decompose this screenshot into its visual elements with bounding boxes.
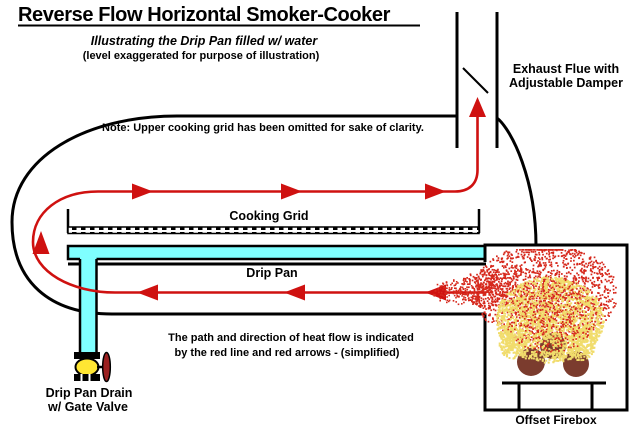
gate-valve-body <box>74 357 100 377</box>
flow-arrow-left <box>137 284 158 301</box>
firebox-walls <box>483 243 629 412</box>
flange-gap <box>88 374 91 381</box>
log <box>563 351 589 377</box>
drain-label-line1: Drip Pan Drain <box>46 386 133 400</box>
page-title: Reverse Flow Horizontal Smoker-Cooker <box>18 4 391 26</box>
cooking-grid-label: Cooking Grid <box>229 209 308 223</box>
clarity-note: Note: Upper cooking grid has been omitte… <box>102 122 424 134</box>
offset-firebox-label: Offset Firebox <box>515 413 597 427</box>
flow-arrow-up-flue <box>469 97 486 117</box>
drip-pan-water <box>66 244 488 261</box>
subtitle-disclaimer: (level exaggerated for purpose of illust… <box>83 50 320 62</box>
gate-valve-handle <box>101 351 112 383</box>
heat-flow-caption-line2: by the red line and red arrows - (simpli… <box>175 347 400 359</box>
flow-arrow-up-turn <box>32 231 50 254</box>
fire-speckles <box>432 249 617 364</box>
valve-bottom-flange <box>74 374 100 381</box>
flow-arrow-left <box>284 284 305 301</box>
damper-line <box>462 67 489 94</box>
smoker-body-right-curve <box>496 116 538 247</box>
flow-arrow-right <box>132 183 153 200</box>
drain-pipe-water <box>80 250 97 354</box>
diagram-subtitle: Illustrating the Drip Pan filled w/ wate… <box>91 34 319 48</box>
flow-arrow-right <box>425 183 446 200</box>
exhaust-flue-label-line1: Exhaust Flue with <box>513 62 619 76</box>
drip-pan-label: Drip Pan <box>246 266 297 280</box>
heat-flow-path <box>31 110 505 294</box>
cooking-grid-bar <box>67 226 480 235</box>
flange-gap <box>80 374 83 381</box>
heat-flow-caption-line1: The path and direction of heat flow is i… <box>168 332 414 344</box>
smoker-body-outline <box>10 114 484 316</box>
valve-top-flange <box>74 352 100 359</box>
drain-label-line2: w/ Gate Valve <box>47 400 128 414</box>
flow-arrow-right <box>281 183 302 200</box>
exhaust-flue-label-line2: Adjustable Damper <box>509 76 623 90</box>
